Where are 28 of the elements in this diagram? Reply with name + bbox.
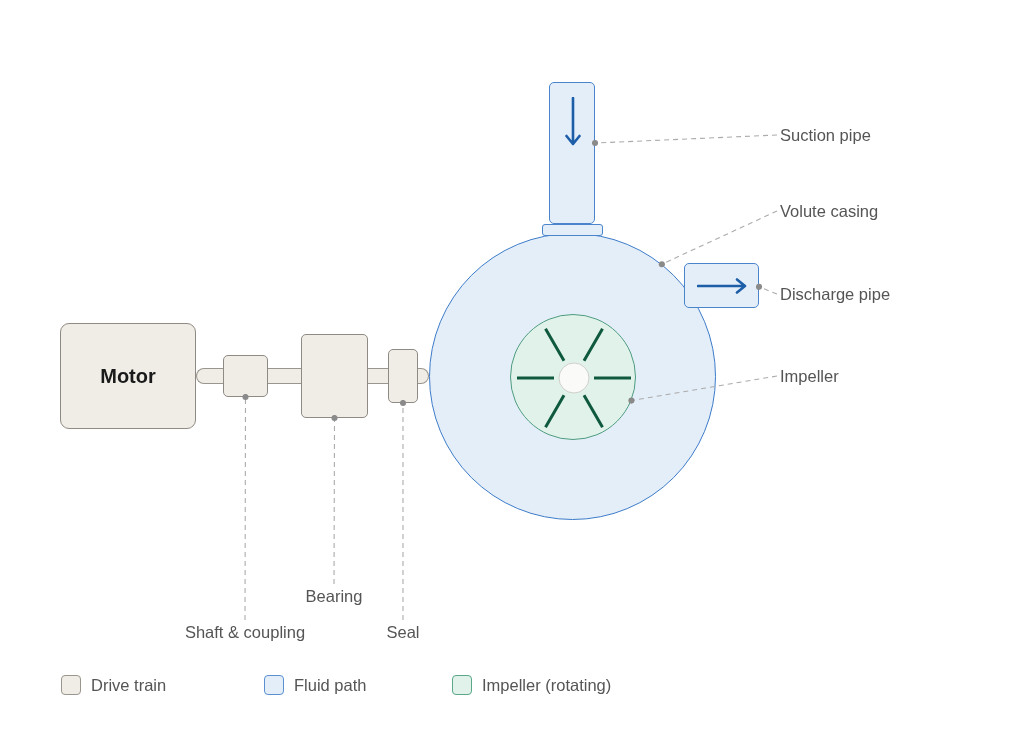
legend-label: Impeller (rotating) xyxy=(482,675,612,695)
callout-label: Impeller xyxy=(777,364,842,388)
legend-label: Fluid path xyxy=(294,675,367,695)
leader-line xyxy=(755,283,778,295)
callout-label: Seal xyxy=(383,620,423,644)
callout-label: Bearing xyxy=(302,584,366,608)
leader-line xyxy=(628,375,778,404)
shaft-segment xyxy=(268,368,301,384)
callout-label: Volute casing xyxy=(777,199,882,223)
shaft-segment xyxy=(368,368,388,384)
callout-label: Shaft & coupling xyxy=(181,620,309,644)
shaft-segment xyxy=(418,368,429,384)
leader-line xyxy=(242,393,249,621)
legend-label: Drive train xyxy=(91,675,167,695)
callout-label: Suction pipe xyxy=(777,123,874,147)
coupling-block xyxy=(223,355,268,397)
motor-label: Motor xyxy=(100,364,156,389)
pipe-flange xyxy=(542,224,603,236)
suction-pipe xyxy=(549,82,595,224)
leader-line xyxy=(658,210,778,268)
callout-label: Discharge pipe xyxy=(777,282,894,306)
leader-line xyxy=(399,399,407,621)
discharge-pipe xyxy=(684,263,759,308)
leader-line xyxy=(331,414,338,585)
bearing-block xyxy=(301,334,368,418)
motor-box xyxy=(60,323,196,429)
leader-line xyxy=(591,134,778,147)
seal-block xyxy=(388,349,418,403)
